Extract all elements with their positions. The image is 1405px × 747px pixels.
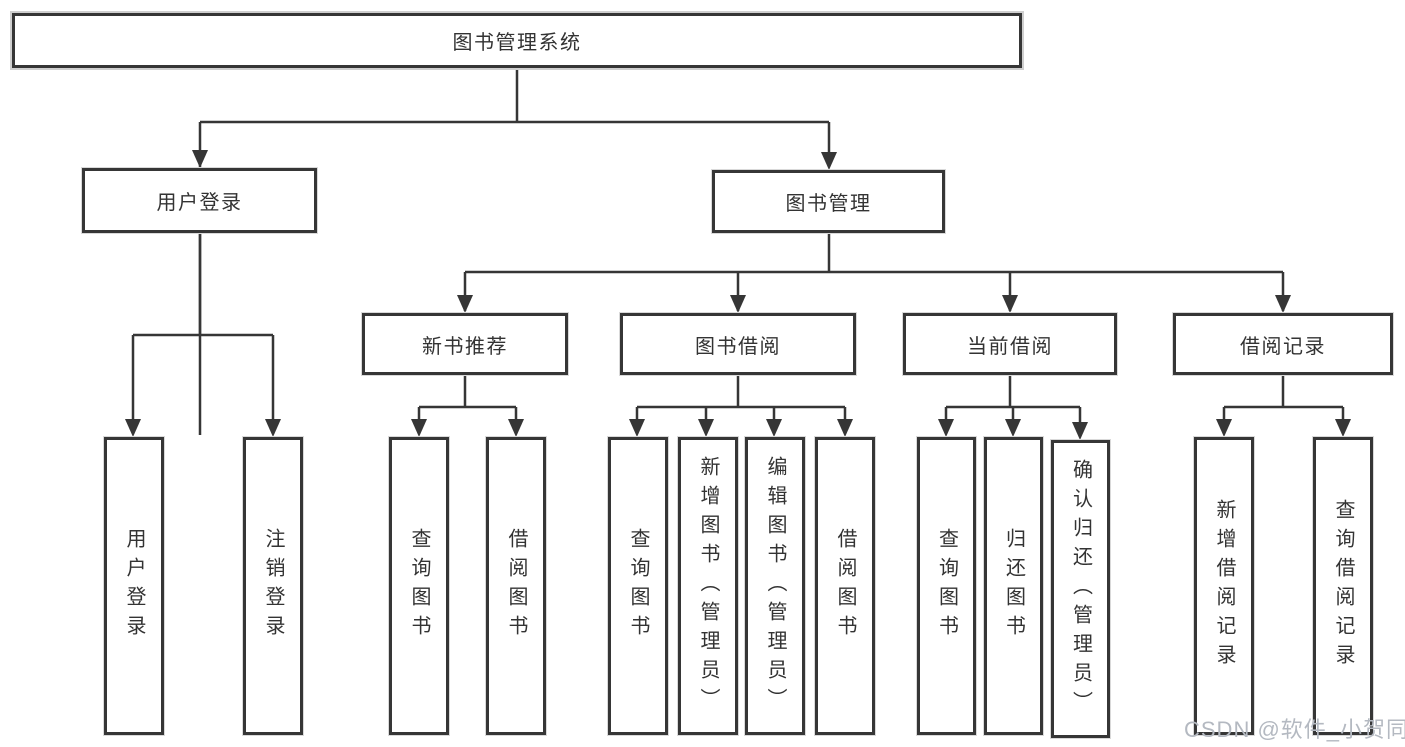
leaf-rec-query-books-label: 查询图书 bbox=[408, 528, 430, 644]
node-new-book-rec-label: 新书推荐 bbox=[422, 335, 508, 358]
watermark: CSDN @软件_小贺同学 bbox=[1184, 717, 1405, 742]
leaf-br-query-record: 查询借阅记录 bbox=[1313, 437, 1373, 735]
node-book-mgmt-label: 图书管理 bbox=[785, 193, 872, 215]
node-user-login: 用户登录 bbox=[82, 168, 317, 233]
connector-root bbox=[198, 68, 831, 435]
node-book-borrow-label: 图书借阅 bbox=[695, 335, 781, 358]
arrowheads bbox=[125, 150, 1351, 440]
leaf-bb-edit-books-admin-label: 编辑图书（管理员） bbox=[764, 455, 786, 717]
leaf-cb-confirm-return-admin-label: 确认归还（管理员） bbox=[1069, 458, 1092, 720]
leaf-bb-query-books-label: 查询图书 bbox=[627, 528, 649, 644]
node-root-label: 图书管理系统 bbox=[452, 32, 582, 54]
leaf-bb-edit-books-admin: 编辑图书（管理员） bbox=[745, 437, 805, 735]
leaf-cb-return-books: 归还图书 bbox=[984, 437, 1043, 735]
node-book-borrow: 图书借阅 bbox=[620, 313, 856, 375]
node-root: 图书管理系统 bbox=[12, 13, 1022, 68]
leaf-bb-query-books: 查询图书 bbox=[608, 437, 668, 735]
node-borrow-record-label: 借阅记录 bbox=[1240, 335, 1326, 358]
connector-borrow-record bbox=[1222, 375, 1345, 433]
connector-new-book-rec bbox=[417, 375, 518, 433]
leaf-rec-borrow-books: 借阅图书 bbox=[486, 437, 546, 735]
leaf-bb-add-books-admin: 新增图书（管理员） bbox=[678, 437, 738, 735]
node-user-login-label: 用户登录 bbox=[156, 192, 243, 214]
leaf-cb-confirm-return-admin: 确认归还（管理员） bbox=[1051, 440, 1110, 738]
connector-user-login bbox=[131, 233, 275, 433]
leaf-rec-borrow-books-label: 借阅图书 bbox=[505, 528, 527, 644]
node-current-borrow: 当前借阅 bbox=[903, 313, 1117, 375]
connector-book-mgmt bbox=[463, 233, 1285, 311]
leaf-cb-return-books-label: 归还图书 bbox=[1002, 528, 1025, 644]
leaf-bb-add-books-admin-label: 新增图书（管理员） bbox=[697, 455, 719, 717]
node-book-mgmt: 图书管理 bbox=[712, 170, 945, 233]
leaf-br-add-record: 新增借阅记录 bbox=[1194, 437, 1254, 735]
leaf-cb-query-books: 查询图书 bbox=[917, 437, 976, 735]
connector-book-borrow bbox=[635, 375, 847, 433]
leaf-br-add-record-label: 新增借阅记录 bbox=[1213, 499, 1235, 673]
leaf-user-login-label: 用户登录 bbox=[123, 528, 145, 644]
leaf-logout: 注销登录 bbox=[243, 437, 303, 735]
leaf-bb-borrow-books: 借阅图书 bbox=[815, 437, 875, 735]
leaf-bb-borrow-books-label: 借阅图书 bbox=[834, 528, 856, 644]
node-new-book-rec: 新书推荐 bbox=[362, 313, 568, 375]
leaf-br-query-record-label: 查询借阅记录 bbox=[1332, 499, 1354, 673]
node-current-borrow-label: 当前借阅 bbox=[967, 335, 1053, 358]
leaf-user-login: 用户登录 bbox=[104, 437, 164, 735]
leaf-rec-query-books: 查询图书 bbox=[389, 437, 449, 735]
node-borrow-record: 借阅记录 bbox=[1173, 313, 1393, 375]
leaf-logout-label: 注销登录 bbox=[262, 528, 284, 644]
leaf-cb-query-books-label: 查询图书 bbox=[935, 528, 958, 644]
